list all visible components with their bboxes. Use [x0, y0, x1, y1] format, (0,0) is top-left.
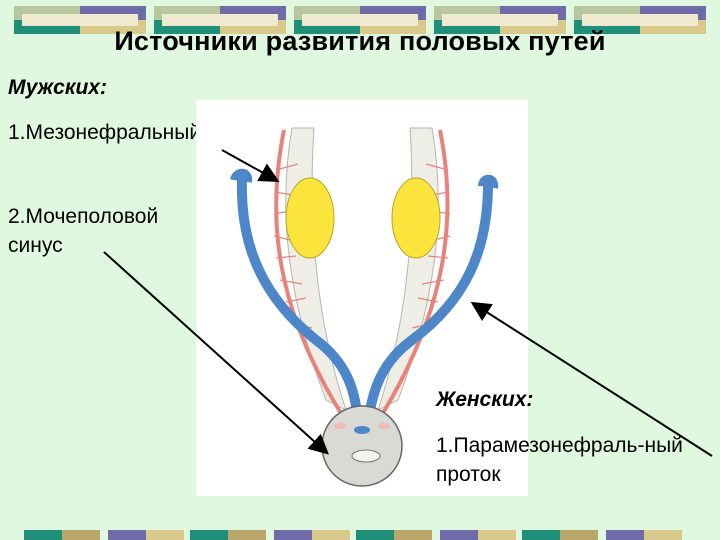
slide-title: Источники развития половых путей: [114, 26, 606, 56]
deco-block: [154, 6, 286, 34]
bottom-decoration: [0, 530, 720, 540]
male-item-urogenital-sinus: 2.Мочеполовой синус: [8, 205, 159, 257]
female-heading: Женских:: [436, 388, 534, 411]
top-decoration: [14, 6, 714, 34]
deco-block: [574, 6, 706, 34]
male-heading: Мужских:: [8, 76, 107, 99]
deco-block: [294, 6, 426, 34]
female-item-paramesonephric-duct: 1.Парамезонефраль-ный проток: [436, 434, 683, 486]
deco-block: [434, 6, 566, 34]
deco-block: [14, 6, 146, 34]
